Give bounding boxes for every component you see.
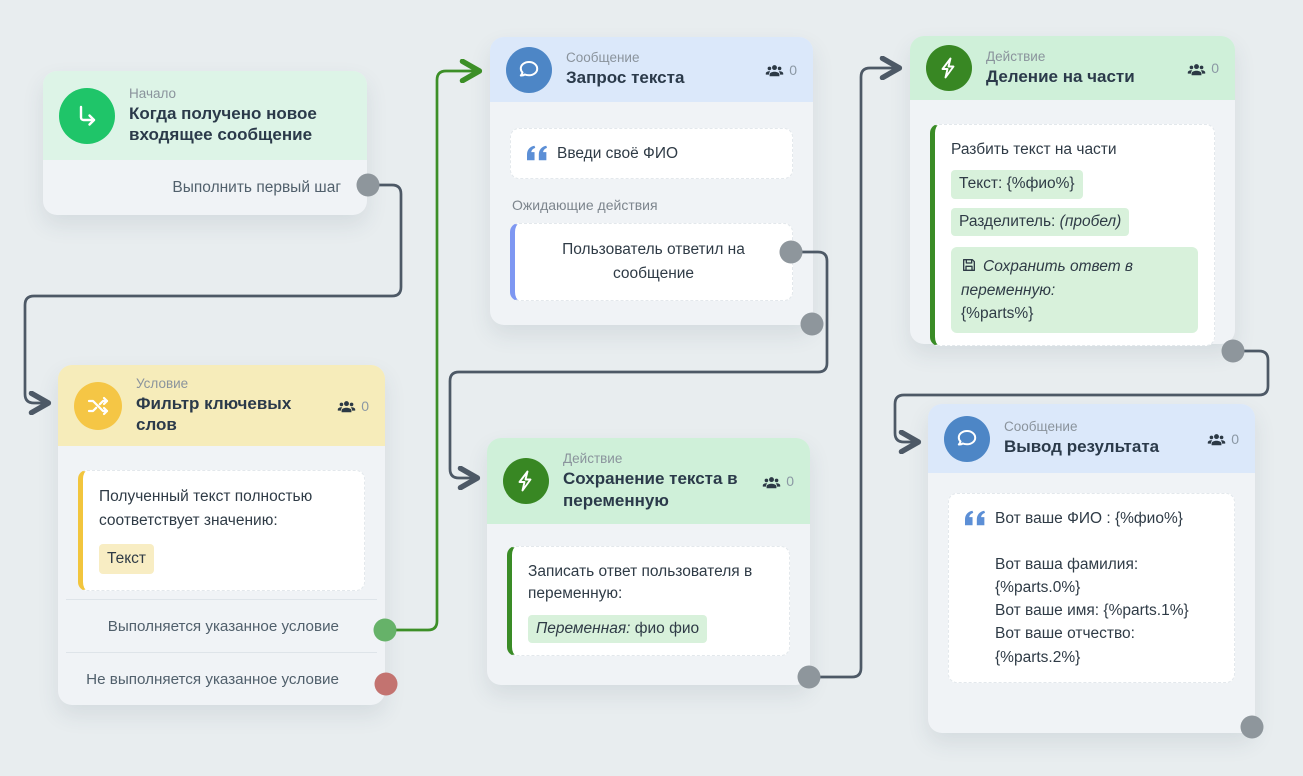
lightning-icon bbox=[503, 458, 549, 504]
node-type-label: Действие bbox=[563, 451, 623, 467]
save-variable: {%parts%} bbox=[961, 304, 1034, 322]
subscribers-count: 0 bbox=[361, 397, 369, 414]
node-title: Вывод результата bbox=[1004, 437, 1160, 457]
node-start[interactable]: Начало Когда получено новое входящее соо… bbox=[43, 71, 367, 215]
branch-false-label: Не выполняется указанное условие bbox=[86, 670, 339, 688]
node-result-header: Сообщение Вывод результата 0 bbox=[928, 404, 1255, 473]
quote-icon bbox=[527, 145, 547, 161]
node-filter-header: Условие Фильтр ключевых слов 0 bbox=[58, 365, 385, 446]
save-to-variable-block: Сохранить ответ в переменную: {%parts%} bbox=[951, 247, 1198, 334]
branch-false-row[interactable]: Не выполняется указанное условие bbox=[66, 652, 377, 705]
node-action-split[interactable]: Действие Деление на части 0 Разбить текс… bbox=[910, 36, 1235, 347]
lightning-icon bbox=[926, 45, 972, 91]
split-action-card[interactable]: Разбить текст на части Текст: {%фио%} Ра… bbox=[930, 124, 1215, 347]
subscribers-badge: 0 bbox=[757, 60, 797, 79]
node-type-label: Сообщение bbox=[566, 50, 640, 66]
result-message-text: Вот ваше ФИО : {%фио%} Вот ваша фамилия:… bbox=[995, 510, 1189, 666]
people-icon bbox=[765, 65, 784, 77]
people-icon bbox=[1207, 434, 1226, 446]
node-type-label: Сообщение bbox=[1004, 419, 1078, 435]
save-note: Сохранить ответ в переменную: bbox=[961, 258, 1134, 299]
floppy-disk-icon bbox=[963, 259, 975, 272]
waiting-action-text: Пользователь ответил на сообщение bbox=[562, 241, 745, 283]
node-save-header: Действие Сохранение текста в переменную … bbox=[487, 438, 810, 524]
save-action-text: Записать ответ пользователя в переменную… bbox=[528, 563, 753, 603]
node-start-header: Начало Когда получено новое входящее соо… bbox=[43, 71, 367, 160]
subscribers-count: 0 bbox=[1211, 60, 1219, 76]
split-action-title: Разбить текст на части bbox=[951, 141, 1117, 158]
branch-true-row[interactable]: Выполняется указанное условие bbox=[66, 599, 377, 652]
node-type-label: Условие bbox=[136, 375, 189, 391]
node-title: Сохранение текста в переменную bbox=[563, 469, 738, 510]
node-title: Деление на части bbox=[986, 66, 1135, 86]
split-delimiter-tag: Разделитель: (пробел) bbox=[951, 207, 1130, 237]
start-arrow-icon bbox=[59, 87, 115, 144]
message-bubble-icon bbox=[944, 415, 990, 462]
quote-icon bbox=[965, 510, 985, 526]
node-condition-filter[interactable]: Условие Фильтр ключевых слов 0 Полученны… bbox=[58, 365, 385, 705]
waiting-action-card[interactable]: Пользователь ответил на сообщение bbox=[510, 223, 793, 302]
subscribers-count: 0 bbox=[1231, 430, 1239, 447]
node-message-result[interactable]: Сообщение Вывод результата 0 Вот ваше ФИ… bbox=[928, 404, 1255, 733]
subscribers-badge: 0 bbox=[754, 472, 794, 491]
people-icon bbox=[337, 401, 356, 413]
condition-value-tag: Текст bbox=[99, 544, 155, 575]
subscribers-badge: 0 bbox=[1199, 429, 1239, 448]
node-title: Запрос текста bbox=[566, 68, 685, 88]
people-icon bbox=[762, 476, 781, 488]
node-type-label: Действие bbox=[986, 48, 1046, 64]
variable-tag: Переменная: фио фио bbox=[528, 614, 708, 644]
message-text: Введи своё ФИО bbox=[557, 145, 679, 162]
waiting-actions-label: Ожидающие действия bbox=[512, 197, 658, 214]
wire-save-to-split bbox=[809, 68, 897, 679]
message-text-card[interactable]: Введи своё ФИО bbox=[510, 128, 793, 180]
result-message-card[interactable]: Вот ваше ФИО : {%фио%} Вот ваша фамилия:… bbox=[948, 493, 1235, 683]
people-icon bbox=[1187, 63, 1206, 75]
split-text-param-tag: Текст: {%фио%} bbox=[951, 170, 1083, 199]
branch-true-label: Выполняется указанное условие bbox=[107, 617, 339, 635]
node-action-save[interactable]: Действие Сохранение текста в переменную … bbox=[487, 438, 810, 685]
wire-filter-true-to-request bbox=[385, 71, 477, 632]
node-title: Когда получено новое входящее сообщение bbox=[129, 103, 317, 144]
save-action-card[interactable]: Записать ответ пользователя в переменную… bbox=[507, 546, 790, 657]
first-step-label: Выполнить первый шаг bbox=[172, 178, 341, 196]
node-message-request[interactable]: Сообщение Запрос текста 0 Введи своё ФИО… bbox=[490, 37, 813, 325]
subscribers-count: 0 bbox=[786, 473, 794, 489]
condition-text: Полученный текст полностью соответствует… bbox=[99, 488, 313, 530]
node-request-header: Сообщение Запрос текста 0 bbox=[490, 37, 813, 102]
node-split-header: Действие Деление на части 0 bbox=[910, 36, 1235, 100]
message-bubble-icon bbox=[506, 46, 552, 93]
condition-card[interactable]: Полученный текст полностью соответствует… bbox=[78, 470, 365, 592]
subscribers-badge: 0 bbox=[329, 396, 369, 415]
subscribers-badge: 0 bbox=[1179, 59, 1219, 78]
node-type-label: Начало bbox=[129, 85, 177, 101]
subscribers-count: 0 bbox=[789, 61, 797, 78]
shuffle-icon bbox=[74, 381, 122, 430]
node-title: Фильтр ключевых слов bbox=[136, 393, 292, 434]
first-step-output-row[interactable]: Выполнить первый шаг bbox=[43, 160, 367, 215]
